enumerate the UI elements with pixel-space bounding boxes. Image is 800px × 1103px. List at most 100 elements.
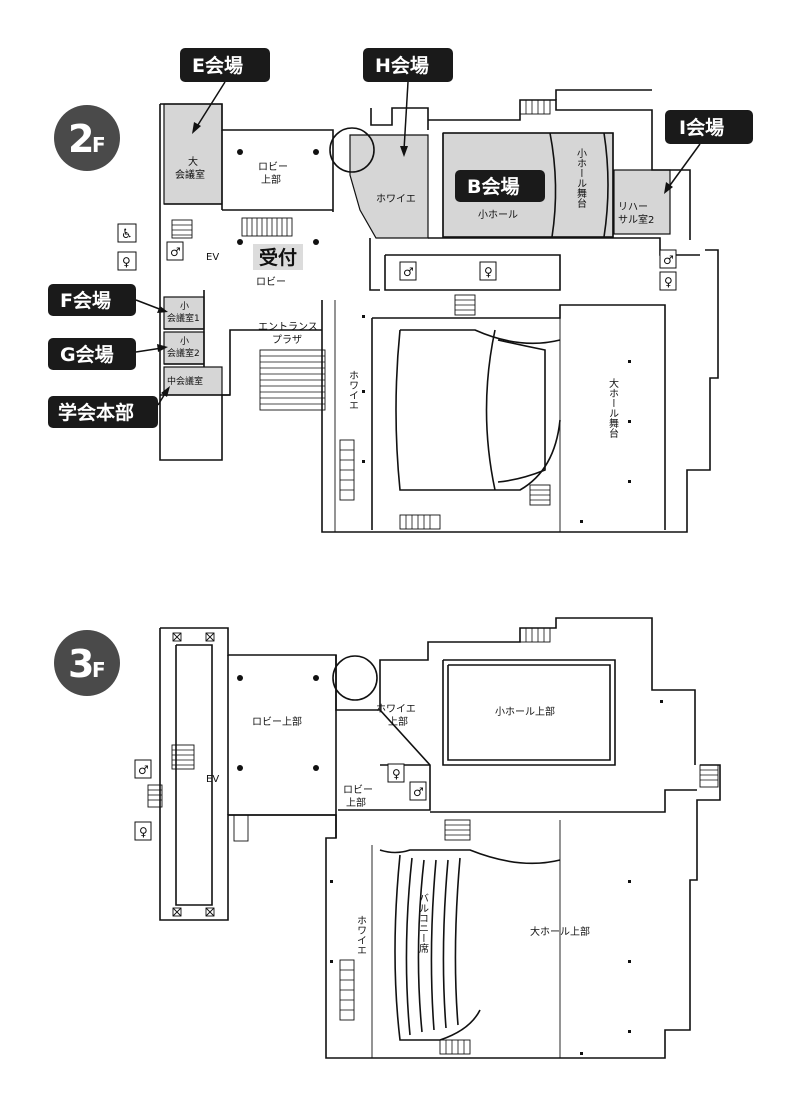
svg-text:♀: ♀ [392, 767, 401, 781]
reception-desk: 受付 [253, 244, 303, 270]
callout-f-label: F会場 [60, 289, 111, 312]
room-label: リハー サル室2 [618, 202, 654, 226]
female-restroom-icon: ♀ [387, 763, 405, 783]
room-label-small-hall: 小ホール [478, 209, 518, 221]
callout-g-venue[interactable]: G会場 [48, 338, 168, 370]
male-restroom-icon: ♂ [659, 249, 677, 269]
svg-text:♀: ♀ [484, 265, 493, 279]
walls-2f [159, 89, 719, 533]
room-label-line: 会議室1 [167, 312, 200, 324]
room-label-line: 小 [180, 336, 189, 347]
callout-i-venue[interactable]: I会場 [664, 110, 753, 194]
svg-text:♂: ♂ [413, 785, 424, 799]
room-label-line: プラザ [272, 334, 302, 346]
room-label-line: 大 [188, 155, 198, 168]
female-restroom-icon: ♀ [659, 271, 677, 291]
reception-label: 受付 [259, 246, 297, 269]
room-i-venue-highlight[interactable] [613, 169, 671, 235]
svg-text:♂: ♂ [138, 763, 149, 777]
room-label-line: 会議室2 [167, 347, 200, 359]
room-label-ev: EV [206, 252, 219, 263]
callout-e-venue[interactable]: E会場 [180, 48, 270, 134]
floor-badge-number: 2 [68, 117, 94, 161]
room-label: ロビー 上部 [343, 784, 376, 809]
svg-text:♀: ♀ [122, 255, 131, 269]
room-label: ロビー 上部 [258, 161, 291, 186]
room-label-lobby: ロビー [256, 276, 286, 288]
room-label: 大 会議室 [175, 155, 205, 181]
room-label-line: ロビー [343, 784, 373, 796]
female-restroom-icon: ♀ [479, 261, 497, 281]
callout-i-label: I会場 [679, 116, 724, 139]
room-label-line: 上部 [261, 173, 281, 186]
room-e-venue-highlight[interactable] [163, 103, 223, 205]
room-label-foyer: ホワイエ [376, 193, 416, 205]
callout-hq[interactable]: 学会本部 [48, 386, 170, 428]
stairs-2f-lobby [241, 217, 293, 237]
floor-badge-3f: 3 F [54, 630, 120, 696]
round-lobby-feature [332, 655, 378, 701]
male-restroom-icon: ♂ [166, 241, 184, 261]
callout-b-venue[interactable]: B会場 [455, 170, 545, 202]
svg-text:♀: ♀ [139, 825, 148, 839]
callout-e-label: E会場 [192, 54, 243, 77]
room-label: ホワイエ 上部 [376, 703, 419, 728]
callout-hq-label: 学会本部 [58, 401, 134, 424]
room-h-venue-highlight[interactable] [349, 134, 429, 239]
male-restroom-icon: ♂ [409, 781, 427, 801]
room-label-mid-meeting: 中会議室 [167, 375, 203, 387]
accessible-restroom-icon: ♿ [117, 223, 137, 243]
room-label-line: 上部 [388, 715, 408, 728]
room-label-ev: EV [206, 774, 219, 785]
male-restroom-icon: ♂ [134, 759, 152, 779]
floor-badge-number: 3 [68, 642, 94, 686]
room-label-line: エントランス [258, 321, 318, 333]
room-label-line: サル室2 [618, 213, 654, 226]
room-label-foyer-vertical: ホワイエ [355, 915, 367, 955]
svg-text:♂: ♂ [663, 253, 674, 267]
room-label: エントランス プラザ [258, 321, 321, 346]
room-label-line: リハー [618, 202, 648, 213]
male-restroom-icon: ♂ [399, 261, 417, 281]
svg-text:♀: ♀ [664, 275, 673, 289]
room-label-line: 上部 [346, 796, 366, 809]
stairs-2f-entrance [259, 349, 326, 411]
stairs-2f-foyer [339, 439, 355, 501]
stairs-3f-left [147, 744, 195, 808]
svg-text:♿: ♿ [121, 227, 133, 242]
room-label-lobby-upper: ロビー上部 [252, 715, 302, 728]
callout-b-label: B会場 [467, 175, 519, 198]
stairs-2f-bottom [399, 99, 551, 530]
vent-markers [172, 632, 215, 917]
floor-badge-2f: 2 F [54, 105, 120, 171]
room-label-small-hall-upper: 小ホール上部 [495, 705, 555, 718]
callout-g-label: G会場 [60, 343, 114, 366]
room-label-large-hall-upper: 大ホール上部 [530, 925, 590, 938]
round-lobby-feature [329, 127, 375, 173]
stairs-2f-left [171, 219, 193, 239]
room-label-line: 会議室 [175, 168, 205, 181]
female-restroom-icon: ♀ [134, 821, 152, 841]
svg-text:♂: ♂ [403, 265, 414, 279]
female-restroom-icon: ♀ [117, 251, 137, 271]
svg-text:♂: ♂ [170, 245, 181, 259]
stairs-3f-foyer [339, 627, 719, 1055]
room-label-large-hall-stage: 大ホール舞台 [607, 377, 619, 439]
room-label-foyer-vertical: ホワイエ [347, 370, 359, 410]
room-label-line: ホワイエ [376, 703, 416, 715]
columns-3f [237, 675, 663, 1055]
room-label: 小 会議室2 [167, 336, 200, 359]
room-label-line: ロビー [258, 161, 288, 173]
floor-3f: 3 F [54, 617, 721, 1059]
room-label-small-hall-stage: 小ホール舞台 [575, 148, 587, 209]
room-label-balcony: バルコニー席 [417, 893, 429, 954]
floor-badge-letter: F [92, 133, 106, 157]
walls-3f [159, 617, 721, 1059]
callout-f-venue[interactable]: F会場 [48, 284, 168, 316]
callout-h-venue[interactable]: H会場 [363, 48, 453, 157]
floor-2f: 2 F [48, 48, 753, 533]
callout-h-label: H会場 [375, 54, 429, 77]
room-label-line: 小 [180, 301, 189, 312]
columns-2f [237, 149, 631, 523]
